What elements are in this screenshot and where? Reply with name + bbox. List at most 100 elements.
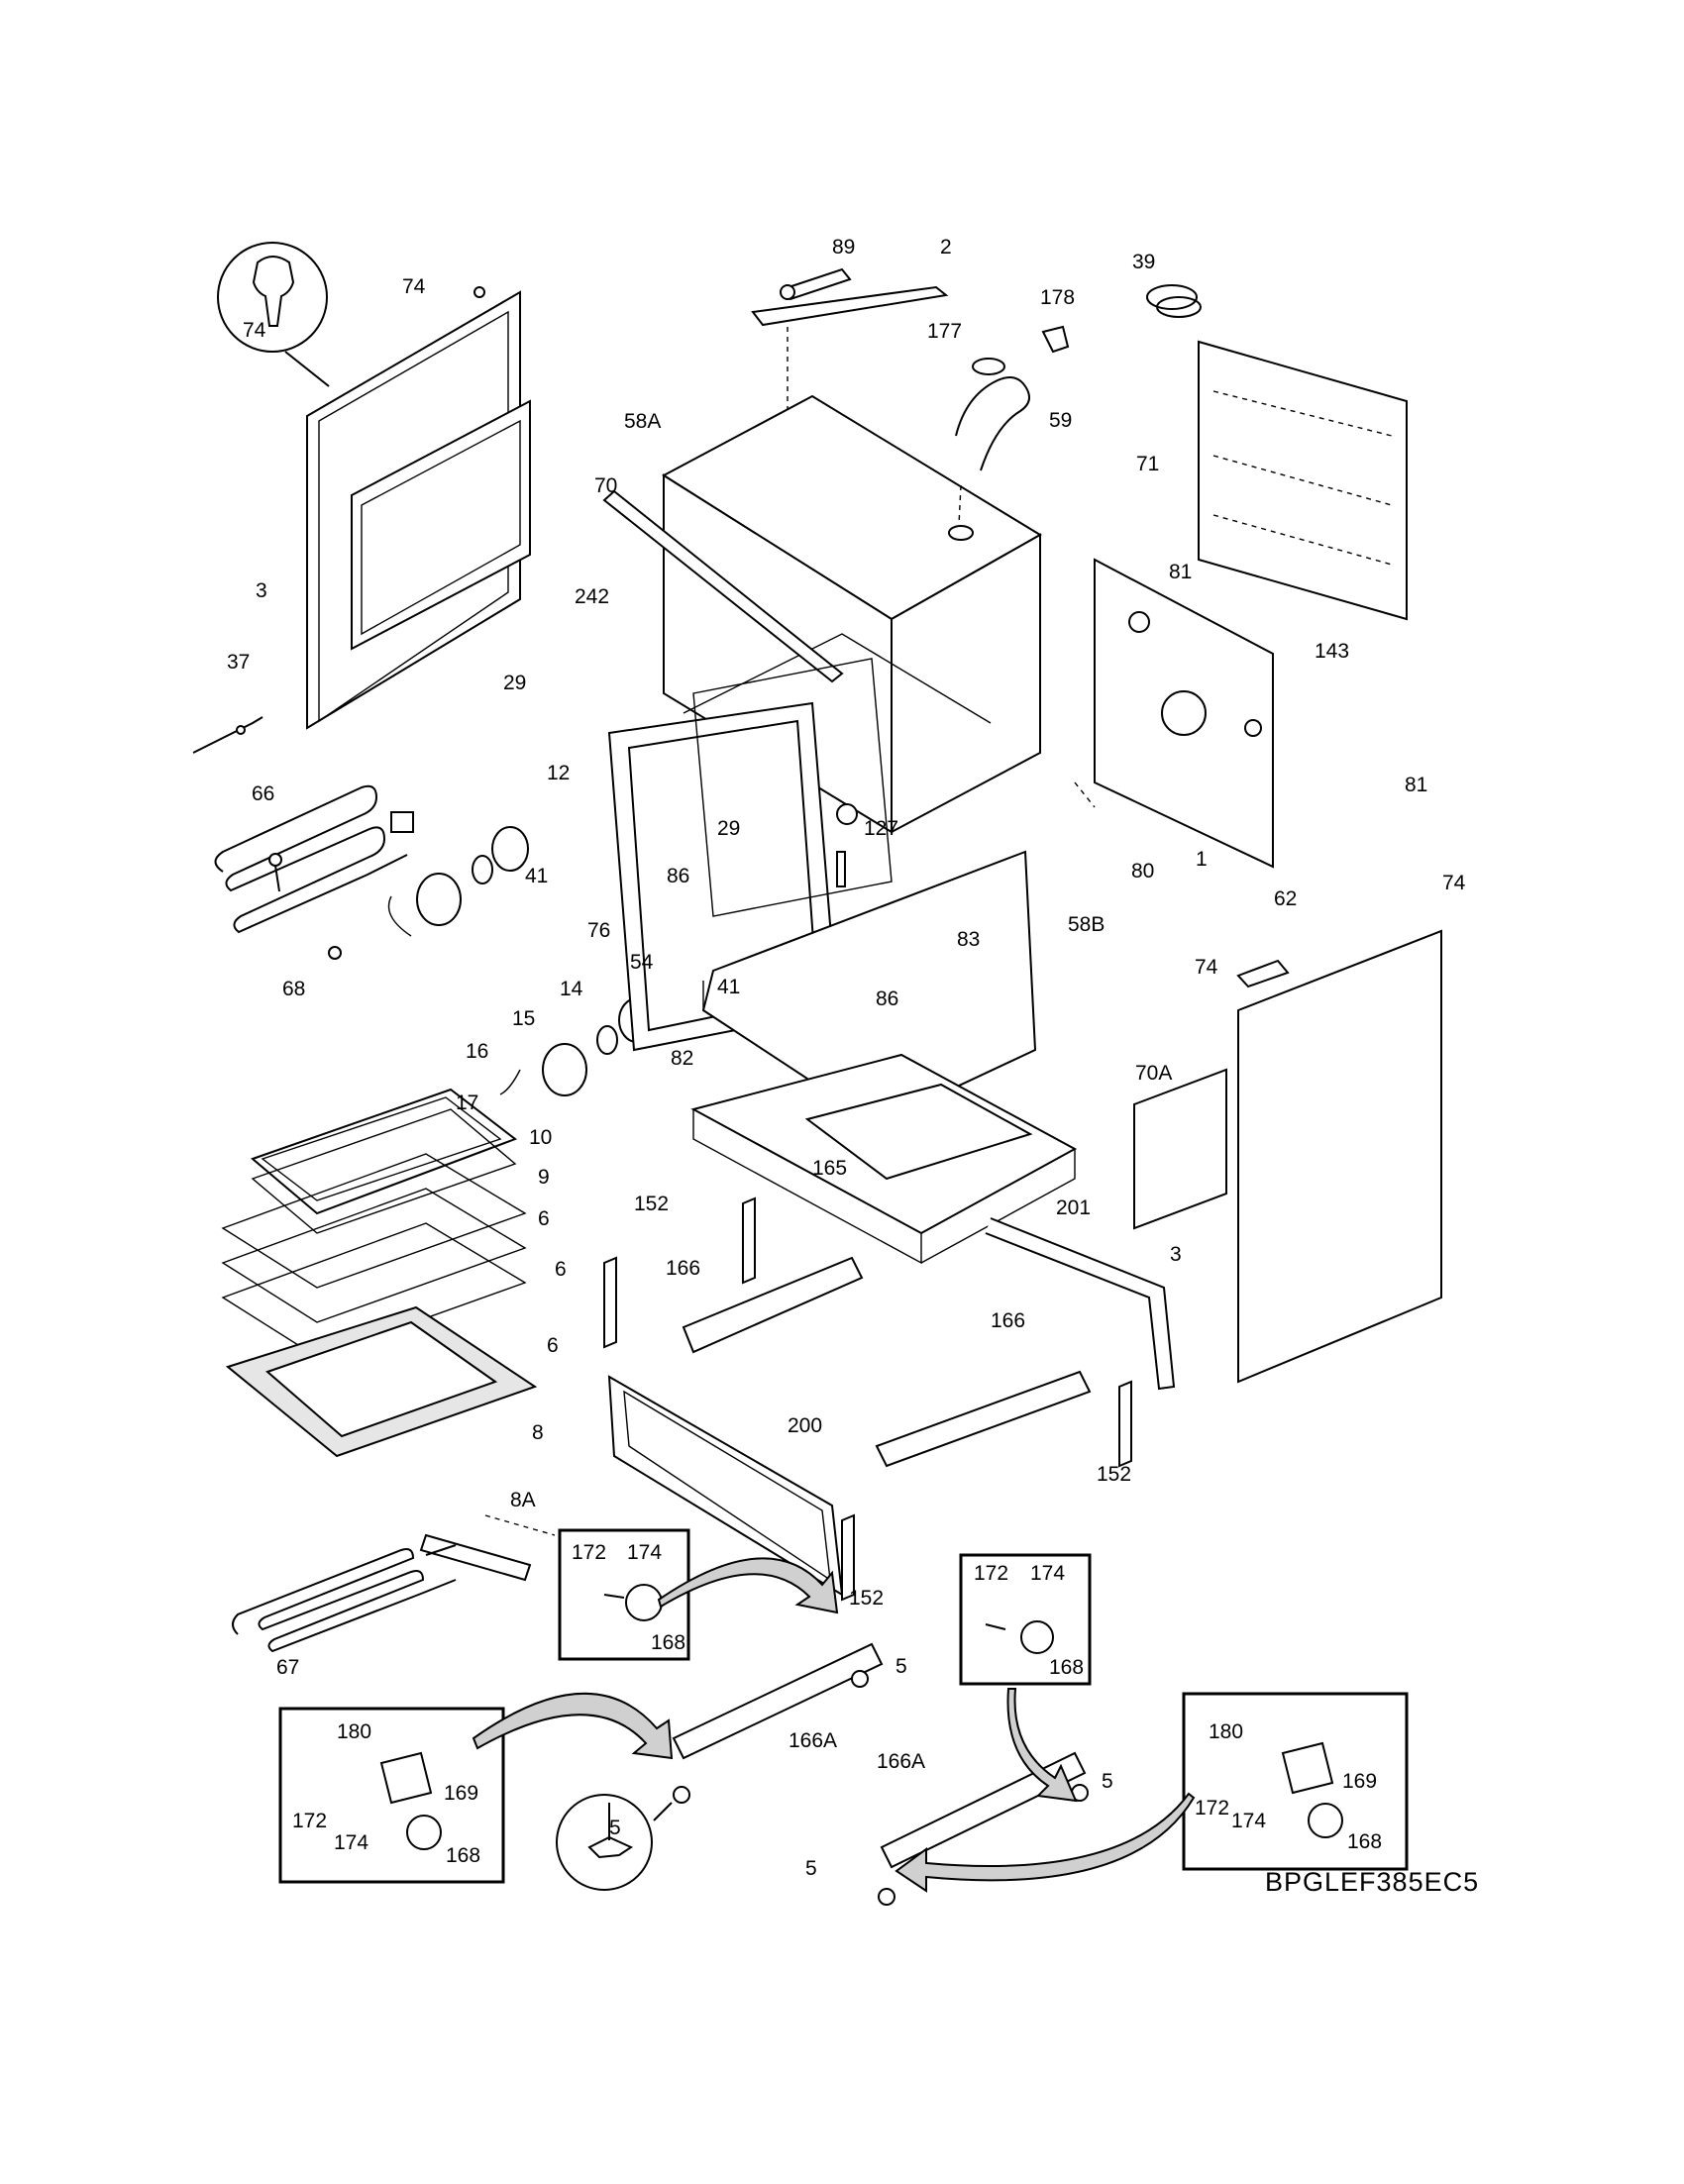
callout-201: 201 [1056,1196,1091,1219]
model-code-label: BPGLEF385EC5 [1265,1867,1480,1897]
detail-box-3 [278,1707,505,1884]
detail-box-2 [959,1553,1092,1686]
callout-5: 5 [805,1857,817,1880]
callout-5: 5 [1102,1770,1113,1793]
broiler-pan-and-racks [221,1088,538,1458]
inner-cavity-58B [701,850,1037,1126]
callout-14: 14 [560,978,583,1000]
terminal-block-62 [1236,959,1290,988]
callout-172: 172 [292,1810,327,1832]
callout-174: 174 [1231,1810,1266,1832]
callout-6: 6 [555,1258,567,1281]
callout-81: 81 [1405,774,1427,796]
back-panel-71 [1198,340,1408,621]
callout-29: 29 [717,817,740,840]
callout-168: 168 [1347,1830,1382,1853]
bar-242 [602,489,844,683]
bottom-frame [690,1053,1176,1391]
callout-3: 3 [256,579,267,602]
leveling-leg-5-detail [556,1794,673,1891]
callout-68: 68 [282,978,305,1000]
callout-178: 178 [1040,286,1075,309]
screw-74-detail [217,242,330,387]
callout-165: 165 [812,1157,847,1180]
callout-41: 41 [717,976,740,998]
side-panel-right [1133,929,1442,1384]
callout-37: 37 [227,651,250,674]
callout-169: 169 [444,1782,478,1805]
callout-177: 177 [927,320,962,343]
callout-54: 54 [630,951,654,974]
callout-1: 1 [1196,848,1208,871]
callout-174: 174 [334,1831,368,1854]
callout-127: 127 [864,817,898,840]
callout-82: 82 [671,1047,693,1070]
callout-74: 74 [1195,956,1218,979]
callout-200: 200 [788,1414,822,1437]
callout-70: 70 [594,474,617,497]
callout-174: 174 [1030,1562,1065,1585]
side-panel-left [306,286,531,730]
callout-152: 152 [1097,1463,1131,1486]
callout-166: 166 [991,1309,1025,1332]
rear-panel-1 [1074,558,1274,869]
callout-166A: 166A [789,1729,837,1752]
screw-68 [268,853,342,960]
callout-168: 168 [1049,1656,1084,1679]
bake-element-67 [232,1544,457,1653]
callout-80: 80 [1131,860,1154,883]
callout-3: 3 [1170,1243,1182,1266]
callout-62: 62 [1274,887,1297,910]
callout-6: 6 [547,1334,559,1357]
callout-12: 12 [547,762,570,784]
callout-74: 74 [1442,872,1466,894]
callout-86: 86 [876,988,898,1010]
callout-168: 168 [651,1631,685,1654]
callout-8: 8 [532,1421,544,1444]
oven-lamp-assembly [387,826,656,1096]
callout-6: 6 [538,1207,550,1230]
callout-15: 15 [512,1007,535,1030]
callout-172: 172 [572,1541,606,1564]
detail-box-4 [1182,1692,1409,1871]
callout-2: 2 [940,236,952,259]
switch-127 [836,803,858,825]
callout-152: 152 [849,1587,884,1610]
callout-70A: 70A [1135,1062,1172,1085]
callout-89: 89 [832,236,855,259]
callout-166A: 166A [877,1750,925,1773]
callout-166: 166 [666,1257,700,1280]
callout-9: 9 [538,1166,550,1189]
cord-39 [1146,284,1202,318]
rail-166A-left [672,1642,884,1804]
callout-16: 16 [466,1040,488,1063]
callout-71: 71 [1136,453,1159,475]
callout-81: 81 [1169,561,1192,583]
rail-166A-right [878,1751,1089,1906]
callout-86: 86 [667,865,689,887]
callout-74: 74 [402,275,426,298]
bracket-8A [419,1514,556,1582]
callout-10: 10 [529,1126,552,1149]
vent-tube-59 [955,325,1070,526]
rails-152-166 [603,1196,1132,1468]
callout-59: 59 [1049,409,1072,432]
callout-180: 180 [337,1720,371,1743]
broil-element-66 [214,784,414,934]
callout-67: 67 [276,1656,299,1679]
callout-29: 29 [503,672,526,694]
callout-169: 169 [1342,1770,1377,1793]
callout-174: 174 [627,1541,662,1564]
transfer-arrows [472,1557,1196,1893]
callout-17: 17 [456,1092,478,1114]
callout-8A: 8A [510,1489,536,1511]
callout-5: 5 [609,1817,621,1839]
callout-180: 180 [1209,1720,1243,1743]
callout-labels: 89 2 39 178 177 59 74 74 70 58A 71 3 242… [227,236,1466,1880]
callout-76: 76 [587,919,610,942]
outer-wrapper-58A [662,394,1042,834]
callout-58B: 58B [1068,913,1105,936]
callout-5: 5 [895,1655,907,1678]
